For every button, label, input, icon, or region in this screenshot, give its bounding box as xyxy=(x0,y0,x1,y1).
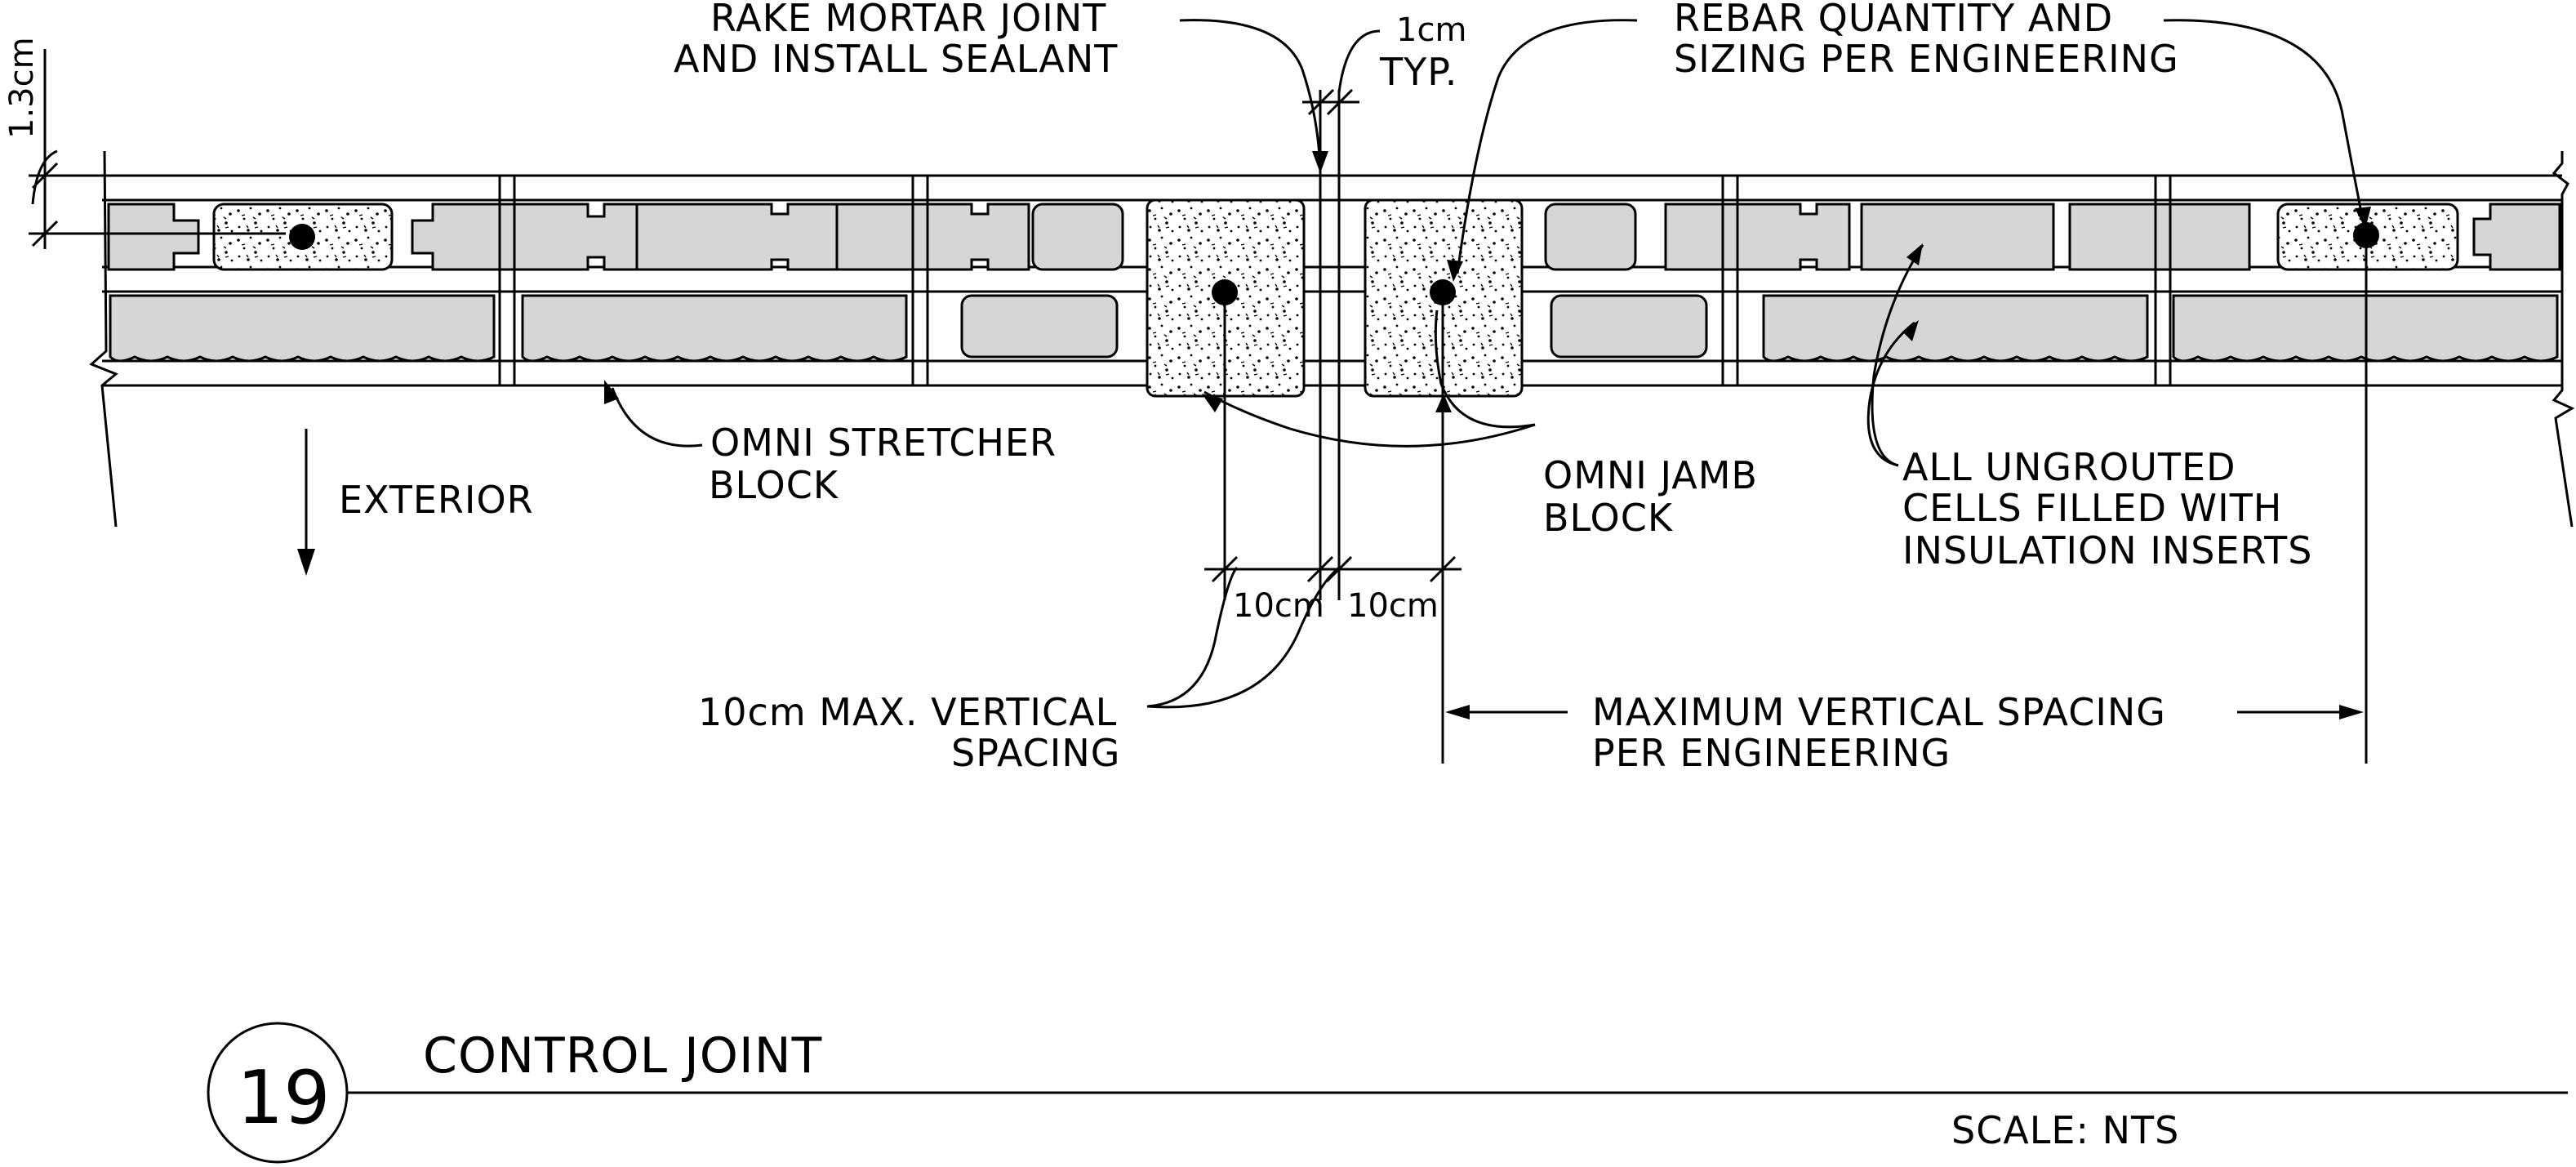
leader-lines xyxy=(297,19,2371,709)
inner-wythe-blocks xyxy=(109,294,2559,363)
block-webs xyxy=(498,174,2172,387)
joint-width-label-line2: TYP. xyxy=(1379,50,1457,94)
stretcher-block xyxy=(1762,294,2149,363)
stretcher-block xyxy=(1860,203,2055,271)
left-offset-dimension: 10cm xyxy=(1233,587,1324,625)
right-offset-dimension: 10cm xyxy=(1347,587,1439,625)
stretcher-label-line2: BLOCK xyxy=(709,463,839,507)
annotations: RAKE MORTAR JOINT AND INSTALL SEALANT 1c… xyxy=(3,0,2312,775)
max-spacing-label-line1: MAXIMUM VERTICAL SPACING xyxy=(1592,690,2166,734)
face-shell-dimension: 1.3cm xyxy=(3,37,41,139)
joint-width-label-line1: 1cm xyxy=(1396,11,1466,49)
half-block xyxy=(960,294,1119,359)
rebar-label-line2: SIZING PER ENGINEERING xyxy=(1674,37,2179,81)
stretcher-block xyxy=(2068,203,2251,271)
rake-mortar-label-line1: RAKE MORTAR JOINT xyxy=(710,0,1106,40)
rake-mortar-label-line2: AND INSTALL SEALANT xyxy=(674,37,1118,81)
stretcher-block xyxy=(109,294,496,363)
stretcher-block xyxy=(107,203,200,271)
stretcher-block xyxy=(2472,203,2561,271)
stretcher-label-line1: OMNI STRETCHER xyxy=(710,421,1057,465)
insulation-label-line2: CELLS FILLED WITH xyxy=(1902,486,2282,530)
insulation-label-line1: ALL UNGROUTED xyxy=(1902,445,2236,489)
stretcher-block xyxy=(521,294,908,363)
jamb-label-line2: BLOCK xyxy=(1543,496,1674,540)
vertical-spacing-label-line1: 10cm MAX. VERTICAL xyxy=(698,690,1117,734)
detail-number: 19 xyxy=(237,1055,331,1141)
stretcher-block xyxy=(1664,203,1851,271)
stretcher-block xyxy=(835,203,1030,271)
rebar-dot xyxy=(289,224,315,250)
exterior-label: EXTERIOR xyxy=(339,478,534,522)
vertical-spacing-label-line2: SPACING xyxy=(951,731,1120,775)
rebar-label-line1: REBAR QUANTITY AND xyxy=(1674,0,2113,40)
title-block: 19 CONTROL JOINT SCALE: NTS xyxy=(207,1022,2568,1164)
insulation-label-line3: INSULATION INSERTS xyxy=(1902,528,2312,572)
half-block xyxy=(1550,294,1708,359)
drawing-scale: SCALE: NTS xyxy=(1951,1108,2179,1152)
drawing-title: CONTROL JOINT xyxy=(423,1027,822,1085)
jamb-label-line1: OMNI JAMB xyxy=(1543,453,1758,497)
half-block xyxy=(1544,203,1637,271)
max-spacing-label-line2: PER ENGINEERING xyxy=(1592,731,1951,775)
dimension-lines xyxy=(29,49,2368,764)
half-block xyxy=(1031,203,1124,271)
